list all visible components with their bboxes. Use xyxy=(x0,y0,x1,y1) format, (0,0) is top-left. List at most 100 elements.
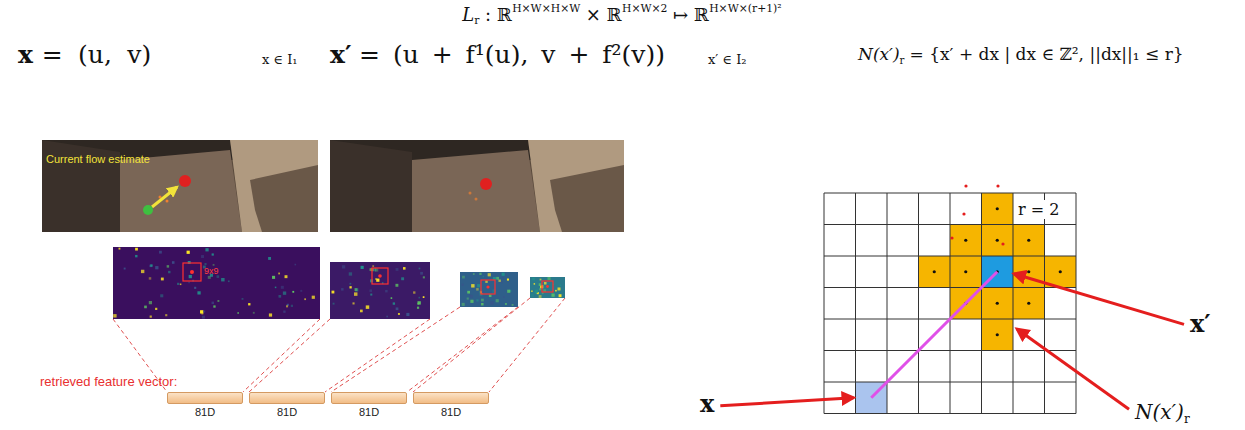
correlation-speck xyxy=(507,290,510,293)
grid-line xyxy=(824,256,1076,257)
correlation-speck xyxy=(354,288,357,291)
label-text: = {x′ + dx | dx ∈ ℤ², ||dx||₁ ≤ r} xyxy=(910,44,1184,64)
correlation-speck xyxy=(502,277,504,279)
formula: x= (u, v) xyxy=(18,40,151,70)
correlation-speck xyxy=(393,302,395,304)
correlation-speck xyxy=(423,276,425,278)
point-label: x′ xyxy=(1190,310,1211,339)
grid-line xyxy=(824,193,1076,194)
feature-bar xyxy=(331,392,407,404)
sample-dot xyxy=(1027,270,1030,273)
label-text: r = 2 xyxy=(1018,200,1059,219)
correlation-speck xyxy=(189,275,192,278)
grid-line xyxy=(824,224,1076,225)
correlation-speck xyxy=(532,278,535,281)
correlation-speck xyxy=(498,280,500,282)
offset-dot xyxy=(964,184,967,187)
label-text: N(x′) xyxy=(1135,400,1184,424)
neighbourhood-label: N(x′)r xyxy=(1135,400,1190,427)
label-text: retrieved feature vector: xyxy=(40,374,177,390)
target-point xyxy=(480,178,492,190)
correlation-speck xyxy=(406,313,409,316)
correlation-speck xyxy=(144,306,147,309)
correlation-speck xyxy=(141,270,144,273)
lookup-point xyxy=(486,285,489,288)
correlation-speck xyxy=(187,251,190,254)
correlation-speck xyxy=(150,264,152,266)
label-text: x xyxy=(18,40,33,70)
correlation-speck xyxy=(204,263,206,265)
grid-line xyxy=(824,350,1076,351)
photo-lit-wall xyxy=(528,140,624,232)
correlation-speck xyxy=(213,305,215,307)
correlation-speck xyxy=(385,290,387,292)
sample-dot xyxy=(964,239,967,242)
correlation-speck xyxy=(353,302,355,304)
correlation-speck xyxy=(354,292,357,295)
flow-dot xyxy=(475,198,478,201)
correlation-speck xyxy=(135,255,137,257)
feature-bar xyxy=(413,392,489,404)
flow-arrow xyxy=(152,187,177,207)
correlation-speck xyxy=(534,283,536,285)
correlation-speck xyxy=(539,283,542,286)
correlation-speck xyxy=(269,313,272,316)
correlation-speck xyxy=(286,305,288,307)
correlation-speck xyxy=(418,297,420,299)
correlation-speck xyxy=(462,284,464,286)
correlation-speck xyxy=(160,294,163,297)
correlation-speck xyxy=(341,288,343,290)
formula-note: x ∈ I₁ xyxy=(262,52,298,68)
correlation-values xyxy=(113,248,561,319)
correlation-speck xyxy=(237,312,239,314)
label-text: x xyxy=(700,390,714,419)
correlation-speck xyxy=(217,300,219,302)
correlation-speck xyxy=(401,277,404,280)
correlation-speck xyxy=(165,314,167,316)
label-text: x′ ∈ I₂ xyxy=(708,52,747,68)
correlation-speck xyxy=(295,264,297,266)
correlation-speck xyxy=(471,284,474,287)
correlation-speck xyxy=(285,275,288,278)
correlation-speck xyxy=(535,290,538,293)
offset-dot xyxy=(962,212,965,215)
lookup-point xyxy=(546,285,549,288)
point-label: x xyxy=(700,390,714,419)
pyramid-level xyxy=(330,262,430,319)
photo-shadow xyxy=(250,165,318,232)
correlation-speck xyxy=(396,268,399,271)
dimension-label: 81D xyxy=(441,406,461,418)
correlation-speck xyxy=(539,288,541,290)
correlation-speck xyxy=(555,290,557,292)
correlation-speck xyxy=(490,301,493,304)
correlation-speck xyxy=(531,290,533,292)
correlation-speck xyxy=(398,313,400,315)
correlation-speck xyxy=(283,291,286,294)
label-text: L xyxy=(462,4,474,26)
correlation-speck xyxy=(188,282,190,284)
correlation-speck xyxy=(212,302,215,305)
label-text: x ∈ I₁ xyxy=(262,52,298,68)
feature-vector: 81D xyxy=(413,392,489,418)
correlation-speck xyxy=(370,294,372,296)
correlation-speck xyxy=(417,301,420,304)
correlation-speck xyxy=(423,296,425,298)
correlation-speck xyxy=(155,308,157,310)
feature-vector: 81D xyxy=(331,392,407,418)
correlation-speck xyxy=(485,280,487,282)
correlation-speck xyxy=(161,278,164,281)
dimension-label: 81D xyxy=(277,406,297,418)
correlation-speck xyxy=(149,277,151,279)
superscript: H×W×H×W xyxy=(512,3,580,16)
correlation-speck xyxy=(403,267,406,270)
correlation-speck xyxy=(281,286,284,289)
correlation-speck xyxy=(507,279,509,281)
label-text: ↦ ℝ xyxy=(673,4,709,26)
flow-line xyxy=(871,272,997,398)
correlation-speck xyxy=(201,313,203,315)
correlation-speck xyxy=(531,294,534,297)
grid-line xyxy=(1076,193,1077,414)
correlation-speck xyxy=(283,311,285,313)
correlation-speck xyxy=(366,305,369,308)
grid-line xyxy=(981,193,982,414)
